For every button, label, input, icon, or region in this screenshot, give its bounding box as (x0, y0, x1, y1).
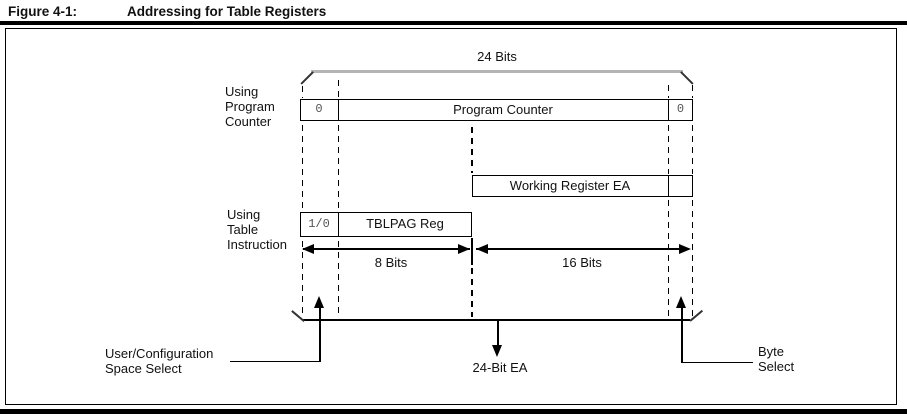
tblpag-box (300, 212, 472, 237)
bottom-page-rule (0, 409, 907, 414)
span-8bits-line (303, 248, 470, 250)
working-register-ea-box (472, 175, 693, 197)
figure-label: Figure 4-1: (8, 4, 78, 19)
ea-24bit-label: 24-Bit EA (472, 360, 528, 375)
figure-title: Addressing for Table Registers (127, 4, 327, 19)
label-line: Byte (758, 344, 785, 359)
space-select-connector-line (230, 360, 320, 362)
dashed-guide-line (302, 125, 304, 211)
using-program-counter-label: Using Program Counter (225, 84, 275, 129)
tblpag-msb-bit: 1/0 (308, 217, 330, 231)
span-separator-line (471, 238, 473, 265)
dashed-guide-line (668, 85, 670, 98)
title-rule (0, 21, 907, 25)
byte-select-connector-line (682, 362, 753, 364)
dashed-guide-line (691, 200, 693, 317)
pc-box-divider-left (338, 99, 340, 121)
dashed-guide-line (668, 125, 670, 174)
dashed-guide-line (691, 85, 693, 98)
tblpag-box-divider (338, 212, 340, 237)
label-line: Counter (225, 114, 272, 129)
byte-select-label: Byte Select (758, 344, 794, 374)
label-line: Instruction (227, 237, 287, 252)
span-16bits-label: 16 Bits (562, 255, 602, 270)
dashed-guide-line (338, 241, 340, 317)
label-line: Using (225, 84, 259, 99)
label-line: User/Configuration (105, 346, 214, 361)
arrow-up-head-icon (676, 296, 686, 308)
using-table-instruction-label: Using Table Instruction (227, 207, 287, 252)
wrea-name: Working Register EA (509, 178, 631, 193)
dashed-guide-line (471, 127, 473, 173)
tblpag-name: TBLPAG Reg (366, 216, 444, 231)
label-line: Space Select (105, 361, 182, 376)
arrow-left-head-icon (302, 243, 314, 254)
arrow-right-head-icon (458, 243, 470, 254)
arrow-up-head-icon (314, 296, 324, 308)
figure-border (5, 28, 897, 405)
byte-select-arrow-line (681, 307, 683, 363)
label-line: Using (227, 207, 261, 222)
label-line: Program (225, 99, 275, 114)
dashed-guide-line (302, 86, 304, 98)
dashed-guide-line (668, 200, 670, 317)
program-counter-box (300, 99, 693, 121)
wrea-box-divider (668, 175, 670, 197)
arrow-down-head-icon (492, 345, 502, 357)
arrow-left-head-icon (476, 243, 488, 254)
ea-arrow-line (497, 321, 499, 346)
dashed-guide-line (471, 268, 473, 317)
span-8bits-label: 8 Bits (374, 255, 408, 270)
dashed-guide-line (691, 125, 693, 174)
arrow-right-head-icon (679, 243, 691, 254)
pc-msb-bit: 0 (315, 102, 323, 116)
dashed-guide-line (338, 125, 340, 211)
label-line: Select (758, 359, 795, 374)
width-24bits-label: 24 Bits (477, 49, 517, 64)
space-select-arrow-line (319, 307, 321, 362)
bottom-bracket-line (303, 319, 690, 321)
dashed-guide-line (302, 241, 304, 317)
span-16bits-line (476, 248, 689, 250)
pc-register-name: Program Counter (453, 102, 553, 117)
label-line: Table (227, 222, 259, 237)
width-brace-line (311, 70, 683, 73)
dashed-guide-line (338, 80, 340, 98)
pc-box-divider-right (668, 99, 670, 121)
pc-lsb-bit: 0 (676, 102, 685, 116)
user-configuration-space-select-label: User/Configuration Space Select (105, 346, 213, 376)
